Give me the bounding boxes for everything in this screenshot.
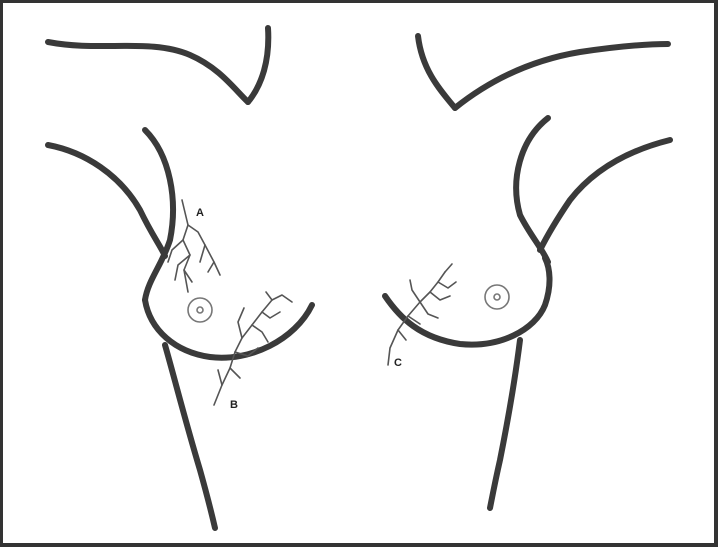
- label-b: B: [230, 399, 238, 411]
- right-neck-line: [418, 36, 455, 108]
- right-arm-outline: [540, 140, 670, 250]
- right-nipple-center: [494, 294, 500, 300]
- label-a: A: [196, 207, 204, 219]
- left-arm-outline: [48, 145, 165, 256]
- label-c: C: [394, 357, 402, 369]
- left-breast-upper: [145, 130, 173, 300]
- right-shoulder-line: [455, 44, 668, 108]
- right-torso-line: [490, 340, 520, 508]
- left-breast-contour: [145, 300, 312, 358]
- left-torso-line: [165, 345, 215, 528]
- right-nipple: [485, 285, 509, 309]
- left-nipple: [188, 298, 212, 322]
- vein-b: [214, 292, 292, 405]
- left-neck-line: [248, 28, 268, 102]
- right-breast-contour: [385, 258, 550, 345]
- left-nipple-center: [197, 307, 203, 313]
- left-shoulder-line: [48, 42, 248, 102]
